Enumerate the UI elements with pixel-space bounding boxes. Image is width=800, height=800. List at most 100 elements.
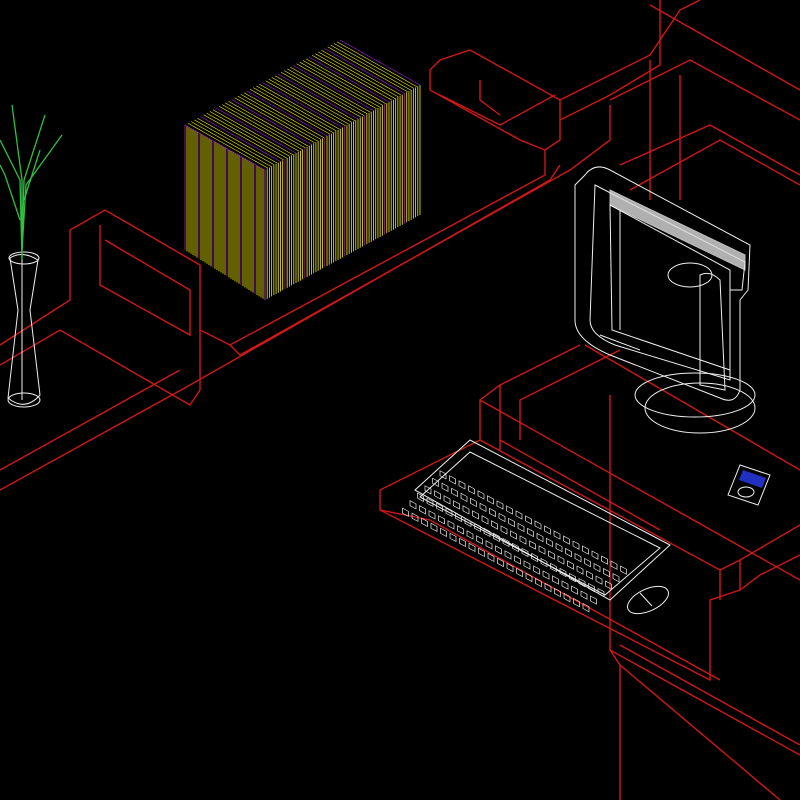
book-line — [274, 75, 356, 121]
keyboard-key — [411, 512, 419, 522]
book-line — [296, 63, 377, 110]
keyboard-key — [559, 567, 567, 578]
keyboard-key — [515, 510, 523, 520]
vase-with-plant — [0, 104, 63, 408]
book-line — [293, 65, 374, 111]
keyboard-key — [523, 560, 531, 570]
book-line — [197, 117, 278, 164]
keyboard-key — [554, 587, 561, 598]
keyboard-key — [455, 512, 462, 523]
keyboard-key — [441, 482, 449, 492]
keyboard-key — [610, 560, 618, 570]
keyboard-key — [519, 535, 527, 545]
keyboard-key — [555, 542, 563, 553]
keyboard-key — [567, 560, 574, 570]
keyboard-key — [590, 595, 597, 605]
keyboard-key — [462, 505, 470, 515]
keyboard-key — [436, 502, 443, 512]
book-line — [243, 92, 325, 138]
book-line — [209, 111, 290, 157]
keyboard-key — [434, 490, 441, 500]
keyboard-key — [538, 545, 546, 555]
book-line — [187, 123, 269, 169]
keyboard-key — [580, 590, 588, 600]
keyboard-key — [468, 485, 475, 495]
keyboard-key — [493, 532, 500, 543]
book-line — [315, 53, 396, 99]
keyboard-key — [497, 557, 504, 568]
keyboard-key — [565, 547, 572, 558]
keyboard-key — [546, 537, 553, 548]
keyboard-key — [586, 570, 593, 580]
book-line — [336, 41, 418, 87]
keyboard-key — [457, 525, 464, 535]
keyboard-key — [447, 520, 455, 530]
keyboard-key — [421, 517, 428, 527]
keyboard-key — [478, 547, 485, 558]
keyboard-key — [563, 535, 570, 545]
keyboard-key — [417, 492, 424, 502]
book-line — [330, 44, 411, 91]
keyboard-key — [582, 602, 590, 613]
book-line — [200, 116, 281, 162]
keyboard-key — [481, 515, 489, 525]
keyboard-key — [593, 562, 601, 573]
book-line — [234, 97, 315, 144]
keyboard-key — [474, 522, 481, 533]
keyboard-key — [595, 575, 603, 585]
keyboard-key — [432, 477, 439, 487]
keyboard-key — [472, 510, 479, 520]
book-line — [228, 100, 309, 147]
keyboard-key — [542, 570, 550, 580]
keyboard-key — [517, 522, 525, 533]
keyboard-key — [426, 497, 434, 507]
keyboard-key — [510, 530, 517, 540]
keyboard-key — [460, 492, 468, 503]
keyboard-key — [512, 542, 519, 553]
keyboard-key — [500, 525, 508, 535]
keyboard-key — [573, 597, 580, 608]
keyboard-key — [424, 485, 432, 495]
book-line — [215, 107, 297, 154]
keyboard-key — [550, 562, 557, 573]
keyboard-key — [521, 547, 529, 558]
book-line — [249, 89, 331, 135]
keyboard-key — [603, 567, 610, 578]
keyboard-key — [430, 522, 438, 532]
keyboard-key — [483, 527, 491, 538]
book-line — [246, 90, 328, 137]
keyboard-key — [529, 540, 536, 550]
keyboard-key — [548, 550, 555, 560]
book-line — [194, 119, 275, 166]
keyboard-key — [576, 565, 584, 575]
keyboard-key — [485, 540, 493, 550]
book-line — [222, 104, 303, 150]
book-line — [231, 99, 312, 145]
keyboard-key — [572, 540, 580, 550]
keyboard-key — [506, 562, 514, 573]
keyboard-key — [449, 475, 456, 485]
keyboard-key — [459, 537, 466, 548]
media-player — [727, 464, 771, 506]
book-line — [327, 46, 408, 93]
keyboard-key — [552, 575, 559, 585]
keyboard-key — [620, 565, 627, 575]
book-line — [240, 94, 321, 140]
keyboard-key — [506, 505, 513, 515]
keyboard-key — [439, 470, 447, 480]
keyboard-key — [561, 580, 569, 590]
book-line — [290, 66, 371, 113]
keyboard-key — [588, 582, 595, 593]
book-line — [237, 95, 318, 142]
keyboard-key — [487, 552, 495, 563]
keyboard-key — [419, 505, 426, 515]
book-line — [321, 49, 402, 96]
keyboard-key — [491, 520, 498, 530]
keyboard-key — [563, 592, 571, 603]
keyboard-key — [569, 572, 576, 583]
book-line — [268, 78, 349, 125]
keyboard-key — [487, 495, 494, 505]
keyboard-key — [571, 585, 578, 595]
keyboard-key — [525, 572, 533, 583]
keyboard-key — [531, 552, 538, 563]
